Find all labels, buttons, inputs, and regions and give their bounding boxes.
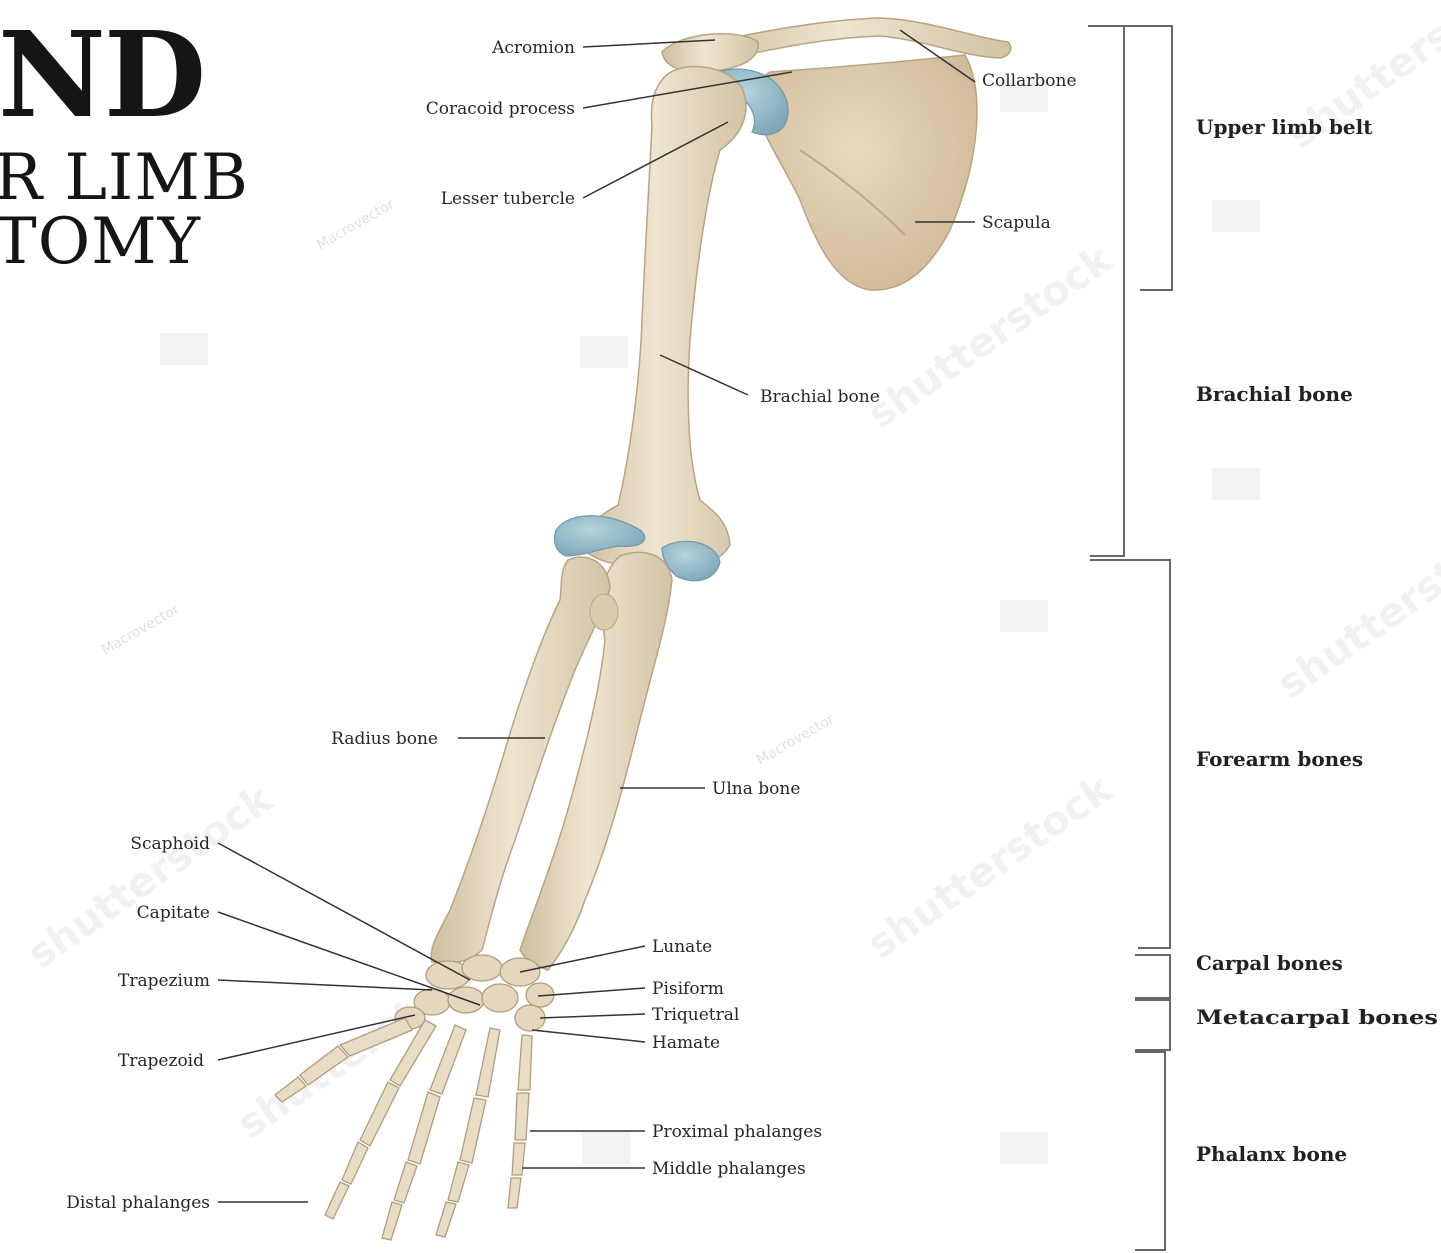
label-coracoid-process: Coracoid process — [426, 99, 575, 119]
label-brachial-bone: Brachial bone — [760, 387, 880, 407]
group-brackets — [1088, 26, 1172, 1250]
label-scaphoid: Scaphoid — [130, 834, 210, 854]
watermark-layer: shutterstock shutterstock shutterstock s… — [19, 0, 1441, 1164]
scapula-bone — [755, 55, 977, 290]
label-trapezoid: Trapezoid — [118, 1051, 204, 1071]
leader-line — [218, 980, 432, 990]
bracket-phalanx-bone — [1135, 1052, 1165, 1250]
humerus-bone — [582, 67, 746, 567]
label-acromion: Acromion — [491, 38, 575, 58]
watermark-text: shutterstock — [859, 765, 1121, 968]
watermark-logo — [582, 1132, 630, 1164]
group-label-forearm-bones: Forearm bones — [1196, 747, 1363, 771]
label-distal-phalanges: Distal phalanges — [66, 1193, 210, 1213]
group-label-brachial-bone: Brachial bone — [1196, 382, 1353, 406]
label-triquetral: Triquetral — [652, 1005, 739, 1025]
watermark-logo — [1212, 468, 1260, 500]
bracket-carpal-bones — [1135, 955, 1170, 998]
label-collarbone: Collarbone — [982, 71, 1077, 91]
leader-line — [218, 843, 470, 980]
label-lesser-tubercle: Lesser tubercle — [441, 189, 575, 209]
group-label-upper-limb-belt: Upper limb belt — [1196, 115, 1373, 139]
watermark-logo — [1212, 200, 1260, 232]
watermark-text: Macrovector — [99, 601, 182, 658]
watermark-logo — [160, 333, 208, 365]
carpal-cluster — [395, 955, 554, 1031]
watermark-text: Macrovector — [754, 711, 837, 768]
group-label-metacarpal-bones: Metacarpal bones — [1196, 1005, 1438, 1029]
watermark-text: shutterstock — [1269, 505, 1441, 708]
watermark-logo — [1000, 600, 1048, 632]
group-label-phalanx-bone: Phalanx bone — [1196, 1142, 1347, 1166]
bracket-metacarpal-bones — [1135, 1000, 1170, 1050]
label-proximal-phalanges: Proximal phalanges — [652, 1122, 822, 1142]
acromion-bone — [662, 34, 758, 72]
group-label-carpal-bones: Carpal bones — [1196, 951, 1343, 975]
label-middle-phalanges: Middle phalanges — [652, 1159, 806, 1179]
label-scapula: Scapula — [982, 213, 1051, 233]
watermark-text: Macrovector — [314, 196, 397, 253]
label-pisiform: Pisiform — [652, 979, 724, 999]
label-trapezium: Trapezium — [118, 971, 210, 991]
bracket-forearm-bones — [1090, 560, 1170, 948]
label-ulna-bone: Ulna bone — [712, 779, 800, 799]
label-hamate: Hamate — [652, 1033, 720, 1053]
radial-tuberosity — [590, 594, 618, 630]
label-radius-bone: Radius bone — [331, 729, 438, 749]
leader-line — [540, 1014, 645, 1018]
watermark-text: shutterstock — [19, 775, 281, 978]
watermark-logo — [1000, 1132, 1048, 1164]
watermark-logo — [580, 336, 628, 368]
label-lunate: Lunate — [652, 937, 712, 957]
label-capitate: Capitate — [137, 903, 210, 923]
leader-line — [532, 1030, 645, 1042]
